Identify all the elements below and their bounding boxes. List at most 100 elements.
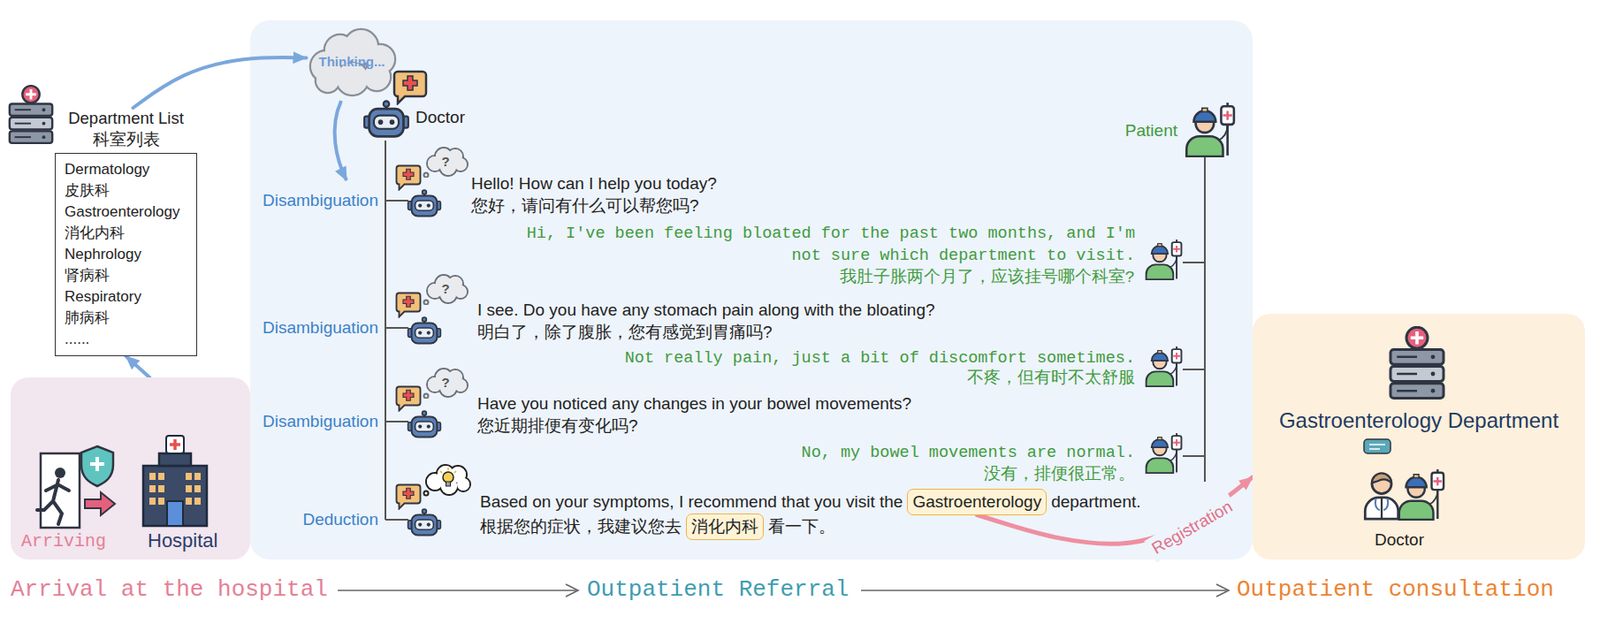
illustration-part [311,30,395,95]
illustration-part [185,497,192,505]
illustration-part [1363,439,1391,454]
illustration-part [149,485,156,493]
illustration-part [1216,584,1229,597]
step-label: Deduction [302,509,379,531]
highlight-term: Gastroenterology [906,488,1047,516]
illustration-part [408,411,442,438]
department-illustration [1252,313,1585,560]
illustration-part [158,485,165,493]
referral-panel [250,20,1253,560]
illustration-part [424,147,469,178]
illustration-part [54,467,66,479]
illustration-part [1146,346,1182,387]
illustration-part [385,420,409,423]
patient-turn-1 [1146,239,1205,280]
illustration-part [1146,433,1182,473]
illustration-part [159,453,191,466]
illustration-part [158,497,165,505]
patient-message: 我肚子胀两个月了，应该挂号哪个科室? [839,266,1136,290]
illustration-part [185,472,192,480]
illustration-part [143,465,207,526]
patient-turn-3 [1146,433,1205,473]
department-term: 消化内科 [691,516,759,538]
illustration-part [860,589,1227,592]
server-icon [9,85,53,144]
patient-message: Not really pain, just a bit of discomfor… [624,347,1136,370]
doctor-turn-3 [385,368,468,438]
illustration-part [81,446,114,487]
department-name: Dermatology [64,159,150,181]
illustration-part [396,485,421,510]
patient-message: No, my bowel movements are normal. [801,441,1136,465]
patient-message: 没有，排便很正常。 [983,464,1136,487]
illustration-part [385,518,409,521]
illustration-part [316,68,339,92]
list-heading: Department List 科室列表 [54,107,198,151]
patient-turn-2 [1146,346,1205,387]
illustration-part [1146,239,1182,280]
illustration-part [408,509,442,536]
illustration-part [167,501,183,526]
illustration-part [565,584,579,597]
department-heading: Gastroenterology Department [1279,408,1559,434]
illustration-part [37,480,69,525]
department-list: Department List 科室列表Dermatology皮肤科Gastro… [54,107,198,357]
illustration-part [1182,455,1205,458]
step-label: Disambiguation [262,317,379,339]
illustration-part [1364,472,1398,519]
doctor-message: 您好，请问有什么可以帮您吗? [471,195,700,217]
step-label: Disambiguation [262,411,379,433]
list-frame: Dermatology皮肤科Gastroenterology消化内科Nephro… [54,152,198,357]
stage-arrow-1 [337,584,579,597]
illustration-part [1182,368,1205,371]
illustration-part [149,472,156,480]
role-name: Doctor [415,106,465,129]
illustration-part [185,485,192,493]
hospital-caption: Hospital [147,529,218,553]
robot-doctor-icon [364,100,409,137]
arrival-caption: Arriving [21,531,107,553]
illustration-part [149,472,201,505]
doctor-message: 根据您的症状，我建议您去 [480,516,682,538]
thinking-arrow [335,100,347,181]
department-name: 肺病科 [64,307,110,329]
doctor-message: 看一下。 [768,516,836,538]
illustration-part [385,327,409,329]
illustration-part [385,199,409,202]
illustration-part [1390,327,1444,398]
step-label: Disambiguation [262,190,379,212]
flow-arrow [133,57,307,108]
department-term: Gastroenterology [912,491,1042,513]
thinking-cloud: Thinking... [306,25,398,98]
illustration-part [424,274,469,305]
stage-arrow-2 [860,584,1229,597]
illustration-part [408,317,442,344]
illustration-part [424,464,472,496]
illustration-part [1182,261,1205,264]
illustration-part [309,29,395,96]
department-name: 消化内科 [64,222,125,244]
department-name: Nephrology [64,243,142,266]
illustration-part [396,387,421,412]
role-name: Patient [1125,120,1178,142]
patient-message: 不疼，但有时不太舒服 [967,367,1136,390]
doctor-message: I see. Do you have any stomach pain alon… [477,299,936,321]
illustration-part [194,497,201,505]
highlight-term: 消化内科 [685,513,764,541]
illustration-part [1399,469,1444,520]
question-mark: ? [441,153,450,170]
illustration-part [396,166,421,191]
department-name: 肾病科 [64,265,110,287]
illustration-part [84,492,115,516]
illustration-part [149,497,156,505]
doctor-message: 您近期排便有变化吗? [477,415,639,437]
medical-card-icon [394,71,427,104]
illustration-part [90,457,105,472]
illustration-part [166,435,184,454]
question-mark: ? [441,374,450,391]
department-name: ...... [64,328,90,351]
illustration-part [169,439,181,450]
question-mark: ? [441,281,450,298]
illustration-part [1369,444,1386,450]
